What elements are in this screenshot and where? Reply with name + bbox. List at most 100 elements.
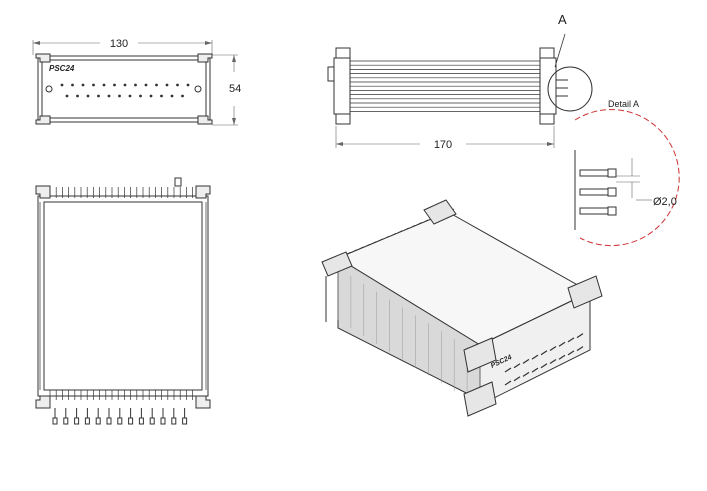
front-pin	[118, 94, 121, 98]
front-pin	[134, 83, 137, 87]
top-heat-fins	[39, 187, 207, 400]
iso-fin-line	[492, 335, 500, 340]
iso-pin	[549, 359, 557, 364]
front-pin	[139, 94, 142, 98]
front-pin	[128, 94, 132, 98]
iso-pin	[576, 333, 584, 339]
front-connector-pins	[60, 83, 190, 98]
side-heat-fins	[350, 60, 540, 112]
iso-fin-line	[538, 313, 545, 318]
top-pin-tip	[74, 417, 80, 425]
iso-pin	[531, 367, 539, 373]
iso-pin	[567, 337, 575, 343]
iso-fin-line	[499, 332, 506, 337]
detail-a-view: Detail A Ø2,0	[574, 99, 680, 247]
iso-fin-line	[383, 235, 390, 240]
iso-fin-line	[550, 307, 558, 312]
iso-fin-line	[557, 304, 564, 308]
side-view: A 170	[327, 12, 593, 151]
iso-fin-line	[396, 230, 403, 235]
iso-fin-line	[408, 224, 416, 229]
front-pin	[81, 83, 85, 87]
front-pin	[186, 83, 190, 87]
iso-fin-line	[357, 246, 364, 251]
front-pin	[123, 83, 127, 87]
top-pin-tip	[52, 417, 58, 425]
front-pin	[160, 94, 163, 98]
iso-pin	[522, 358, 530, 364]
front-pin	[165, 83, 169, 87]
iso-pin	[522, 371, 530, 377]
detail-title: Detail A	[608, 99, 639, 109]
top-pin-tip	[95, 417, 101, 425]
iso-fin-line	[363, 243, 371, 248]
front-pin	[92, 83, 95, 87]
dim-side-length: 170	[335, 126, 555, 151]
front-pin	[170, 94, 174, 98]
iso-pin	[558, 341, 566, 347]
iso-pin	[558, 354, 566, 360]
front-pin	[149, 94, 153, 98]
iso-fin-line	[544, 310, 551, 315]
front-pin	[155, 83, 158, 87]
front-pin	[176, 83, 179, 87]
iso-fin-line	[415, 222, 422, 226]
iso-fin-line	[563, 301, 571, 305]
front-pin	[107, 94, 111, 98]
dim-side-length-label: 170	[434, 139, 452, 151]
top-connector-pins	[52, 408, 188, 425]
top-pin-tip	[160, 417, 166, 425]
dim-front-width: 130	[32, 38, 213, 55]
front-view: 130 54 PSC24	[32, 38, 241, 126]
iso-fin-line	[512, 326, 519, 330]
front-pin	[181, 94, 184, 98]
top-pin-tip	[171, 417, 177, 425]
front-pin	[144, 83, 148, 87]
top-pin-tip	[182, 417, 188, 425]
iso-pin	[540, 363, 548, 369]
iso-fin-line	[421, 219, 429, 224]
front-pin	[76, 94, 79, 98]
iso-pin	[504, 380, 512, 386]
front-pin	[86, 94, 90, 98]
detail-diameter-label: Ø2,0	[653, 196, 677, 208]
top-pin-tip	[149, 417, 155, 425]
dim-front-height: 54	[212, 54, 241, 126]
top-pin-tip	[117, 417, 123, 425]
top-pin-tip	[84, 417, 90, 425]
front-pin	[97, 94, 100, 98]
iso-fin-line	[505, 329, 513, 333]
front-pin	[102, 83, 106, 87]
iso-pin	[549, 346, 557, 351]
iso-fin-line	[376, 238, 384, 243]
iso-fin-line	[531, 316, 538, 321]
iso-fin-line	[402, 227, 409, 232]
iso-pin	[504, 367, 512, 373]
front-pin	[113, 83, 116, 87]
top-view	[35, 177, 211, 425]
detail-marker-label: A	[558, 12, 567, 27]
dim-front-width-label: 130	[110, 38, 128, 50]
front-pin	[71, 83, 74, 87]
isometric-view: PSC24	[321, 199, 603, 417]
iso-pin	[567, 350, 575, 356]
iso-pin	[540, 350, 548, 356]
iso-fin-line	[370, 241, 377, 245]
top-pin-tip	[128, 417, 134, 425]
top-pin-tip	[63, 417, 69, 425]
iso-pin	[576, 346, 584, 352]
front-pin	[65, 94, 69, 98]
top-pin-tip	[138, 417, 144, 425]
iso-fin-line	[518, 322, 526, 327]
iso-pin	[531, 354, 539, 360]
front-logo: PSC24	[49, 64, 75, 73]
iso-fin-line	[350, 249, 358, 253]
iso-fin-line	[389, 232, 396, 237]
dim-front-height-label: 54	[229, 83, 241, 95]
iso-fin-line	[525, 319, 532, 324]
iso-pin	[513, 376, 521, 382]
iso-pin	[513, 363, 521, 369]
isometric-connector-pins	[504, 333, 584, 386]
